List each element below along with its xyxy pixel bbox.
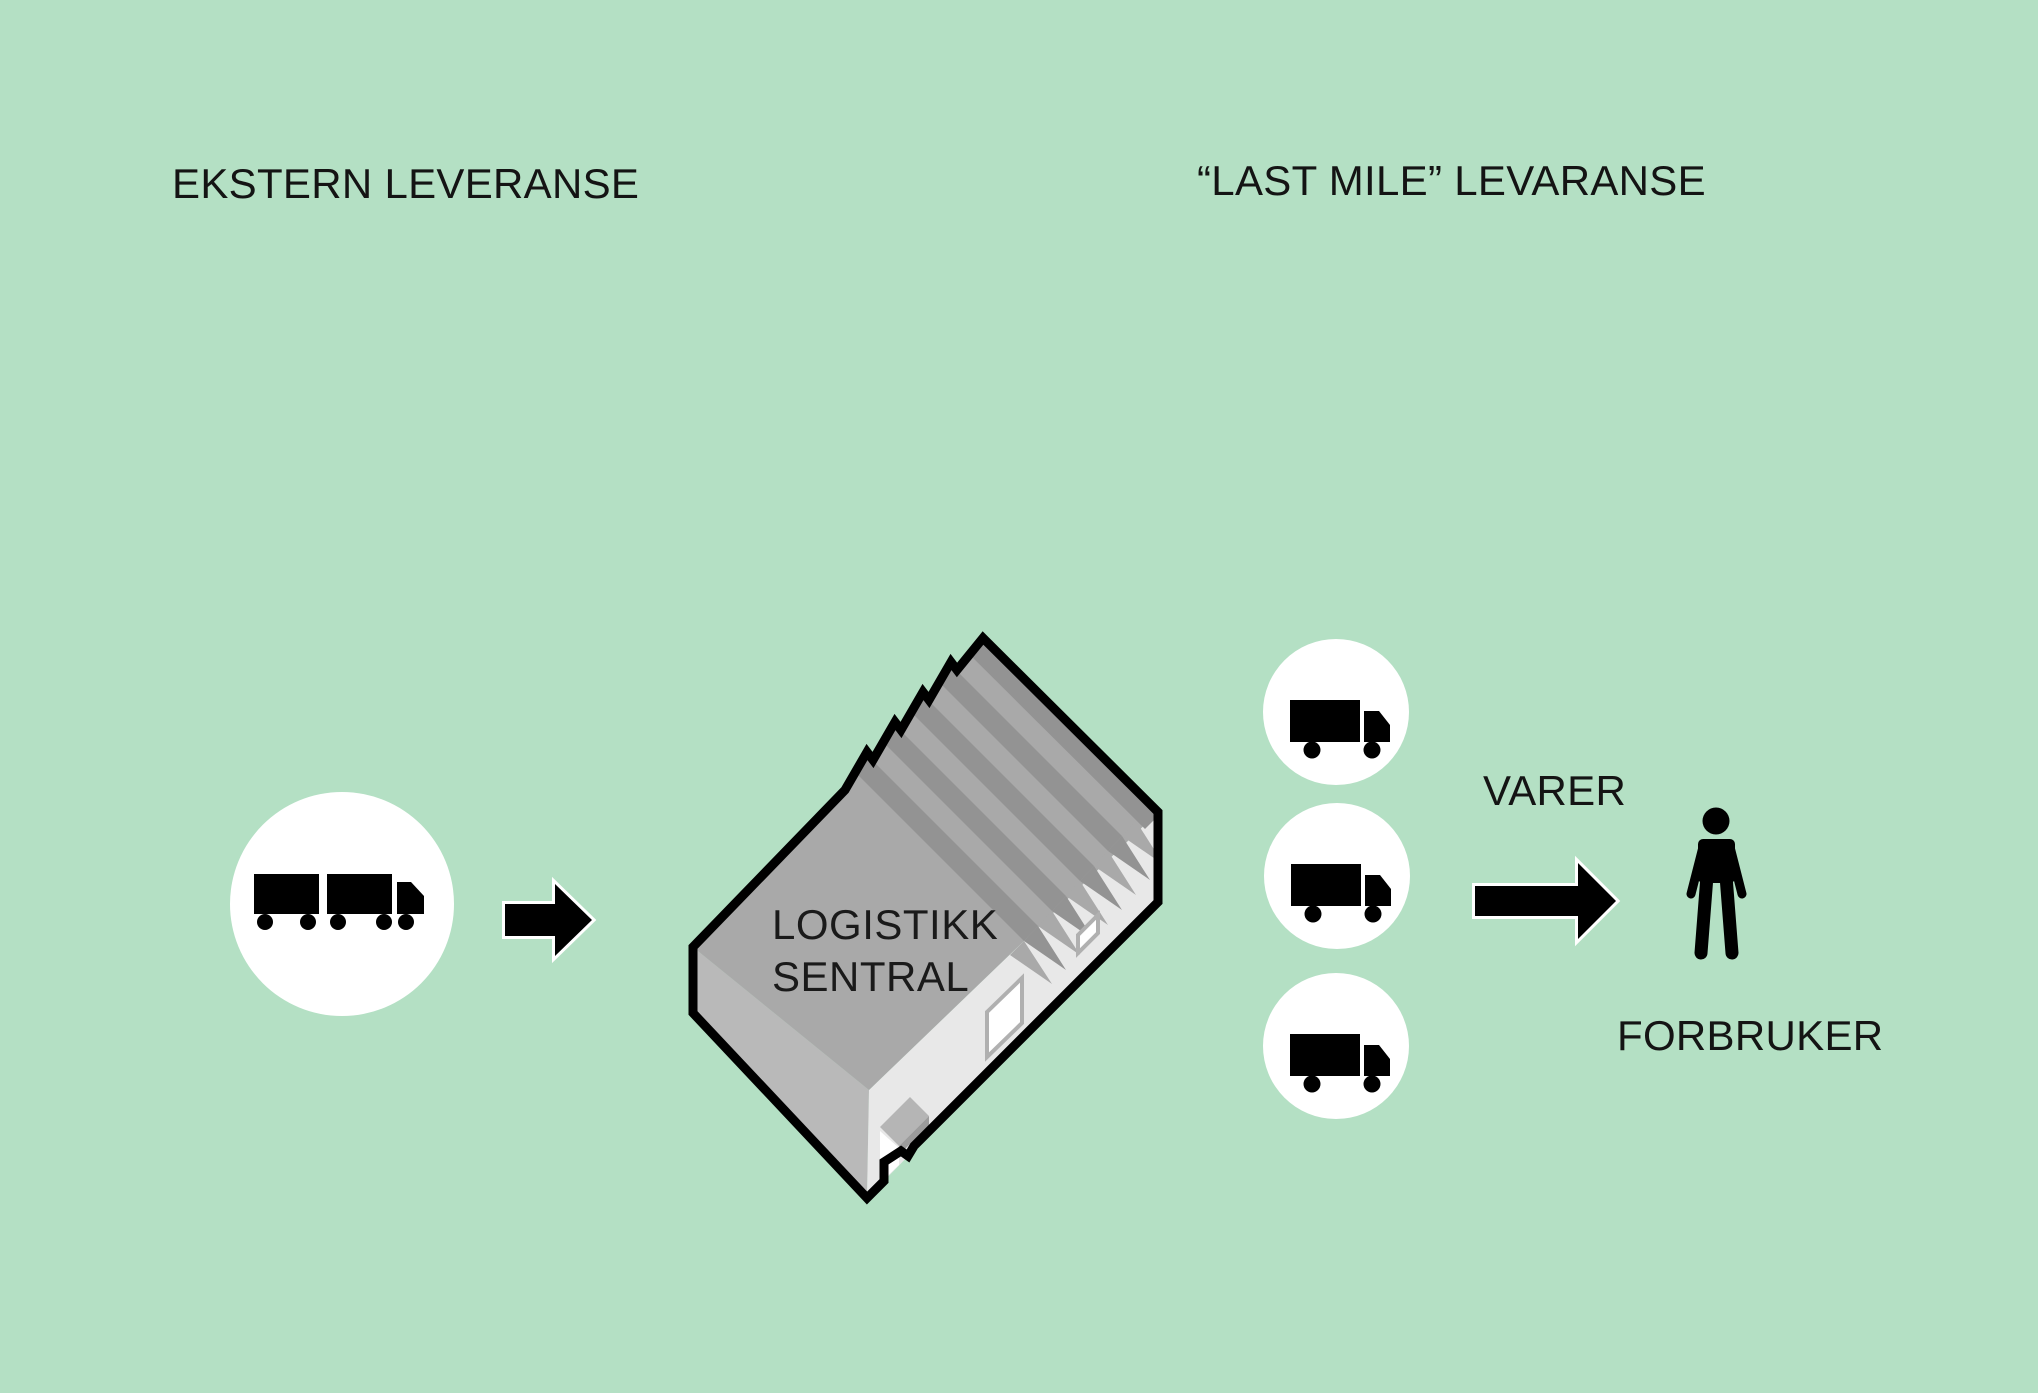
delivery-truck-icon-1 bbox=[1263, 639, 1409, 785]
warehouse-canopy-edge bbox=[899, 1116, 929, 1155]
delivery-truck-icon-3 bbox=[1263, 973, 1409, 1119]
warehouse-label-line2: SENTRAL bbox=[772, 953, 970, 1000]
warehouse-label-line1: LOGISTIKK bbox=[772, 901, 999, 948]
person-leg bbox=[1719, 869, 1739, 960]
truck-wheel bbox=[330, 914, 346, 930]
right-section-title: “LAST MILE” LEVARANSE bbox=[1197, 157, 1706, 204]
semi-trailer-truck-icon bbox=[230, 792, 454, 1016]
truck-wheel bbox=[398, 914, 414, 930]
warehouse-roof-stripes bbox=[846, 638, 1158, 984]
person-arm bbox=[1725, 842, 1747, 899]
warehouse-canopy bbox=[880, 1097, 929, 1146]
person-torso bbox=[1698, 839, 1735, 883]
warehouse-window-large bbox=[985, 973, 1024, 1062]
arrow-right-icon bbox=[502, 876, 597, 964]
warehouse-wall-left bbox=[693, 947, 869, 1198]
person-head bbox=[1702, 807, 1730, 835]
warehouse-roof-face bbox=[693, 638, 1158, 1090]
truck-wheel bbox=[300, 914, 316, 930]
person-icon bbox=[1686, 807, 1747, 960]
consumer-label: FORBRUKER bbox=[1617, 1012, 1884, 1059]
truck-wheel bbox=[257, 914, 273, 930]
person-arm bbox=[1686, 842, 1708, 899]
delivery-truck-icon-2 bbox=[1264, 803, 1410, 949]
warehouse-outline bbox=[688, 631, 1163, 1205]
goods-arrow-right-icon bbox=[1472, 855, 1621, 947]
truck-cargo-box bbox=[327, 874, 392, 914]
person-leg bbox=[1694, 869, 1714, 960]
truck-wheel bbox=[376, 914, 392, 930]
goods-label: VARER bbox=[1483, 767, 1627, 814]
warehouse-window-small bbox=[1076, 910, 1100, 958]
warehouse-label: LOGISTIKK SENTRAL bbox=[772, 899, 998, 1003]
warehouse-building-icon bbox=[688, 631, 1163, 1205]
truck-cab bbox=[397, 882, 424, 914]
trailer-box bbox=[254, 874, 319, 914]
left-section-title: EKSTERN LEVERANSE bbox=[172, 160, 640, 207]
